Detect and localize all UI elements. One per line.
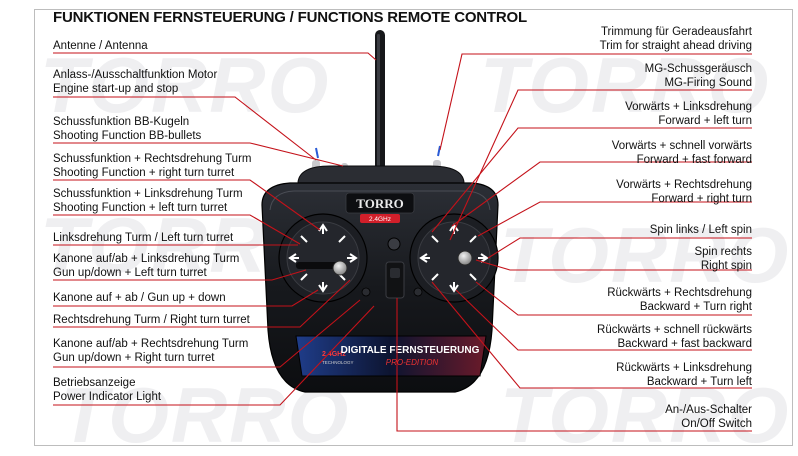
left-stick: [278, 213, 368, 303]
leader-line-antenna: [53, 52, 377, 61]
bottom-panel: 2.4GHz TECHNOLOGY DIGITALE FERNSTEUERUNG…: [295, 335, 487, 377]
brand-logo: TORRO: [356, 196, 403, 211]
right-stick: [409, 213, 499, 303]
leader-line-power: [53, 305, 375, 406]
leader-line-shoot-left: [53, 214, 301, 245]
leader-line-engine: [53, 96, 317, 161]
panel-frequency: 2.4GHz: [322, 351, 346, 358]
leader-line-right-spin: [475, 259, 752, 271]
leader-line-back-fast: [455, 289, 752, 351]
frequency-badge: 2.4GHz: [369, 216, 391, 223]
watermark-logo: TORRO: [480, 41, 771, 129]
label-left-turn-turret: Linksdrehung Turm / Left turn turret: [53, 232, 234, 244]
label-gun-up-down: Kanone auf + ab / Gun up + down: [53, 292, 226, 304]
antenna: [375, 30, 385, 180]
leader-line-fwd-left: [431, 127, 752, 233]
panel-technology: TECHNOLOGY: [322, 360, 354, 365]
leader-line-bb: [53, 142, 344, 167]
leader-line-trim: [439, 53, 752, 151]
watermark-logo: TORRO: [40, 41, 331, 129]
panel-title: DIGITALE FERNSTEUERUNG: [341, 345, 480, 356]
leader-line-left-spin: [487, 237, 752, 259]
leader-line-right-turn: [53, 279, 351, 328]
leader-line-mg: [449, 89, 752, 241]
leader-line-gun-updown: [53, 289, 319, 307]
diagram-title: FUNKTIONEN FERNSTEUERUNG / FUNCTIONS REM…: [53, 9, 527, 26]
watermark-logo: TORRO: [500, 371, 791, 456]
center-controls: [361, 237, 423, 299]
label-left-spin: Spin links / Left spin: [649, 224, 752, 236]
label-antenna: Antenne / Antenna: [53, 40, 148, 52]
label-right-turn-turret: Rechtsdrehung Turm / Right turn turret: [53, 314, 250, 326]
leader-line-gun-right: [53, 299, 361, 368]
leader-line-back-right: [475, 281, 752, 316]
leader-line-fwd-right: [477, 201, 752, 237]
leader-line-shoot-right: [53, 179, 321, 231]
panel-edition: PRO-EDITION: [386, 358, 439, 367]
leader-line-back-left: [431, 281, 752, 389]
leader-line-fwd-fast: [451, 161, 752, 227]
leader-line-gun-left: [53, 269, 307, 281]
leader-line-switch: [396, 298, 752, 432]
brand-strip: TORRO 2.4GHz: [345, 192, 415, 223]
watermark-logo: TORRO: [500, 211, 791, 299]
